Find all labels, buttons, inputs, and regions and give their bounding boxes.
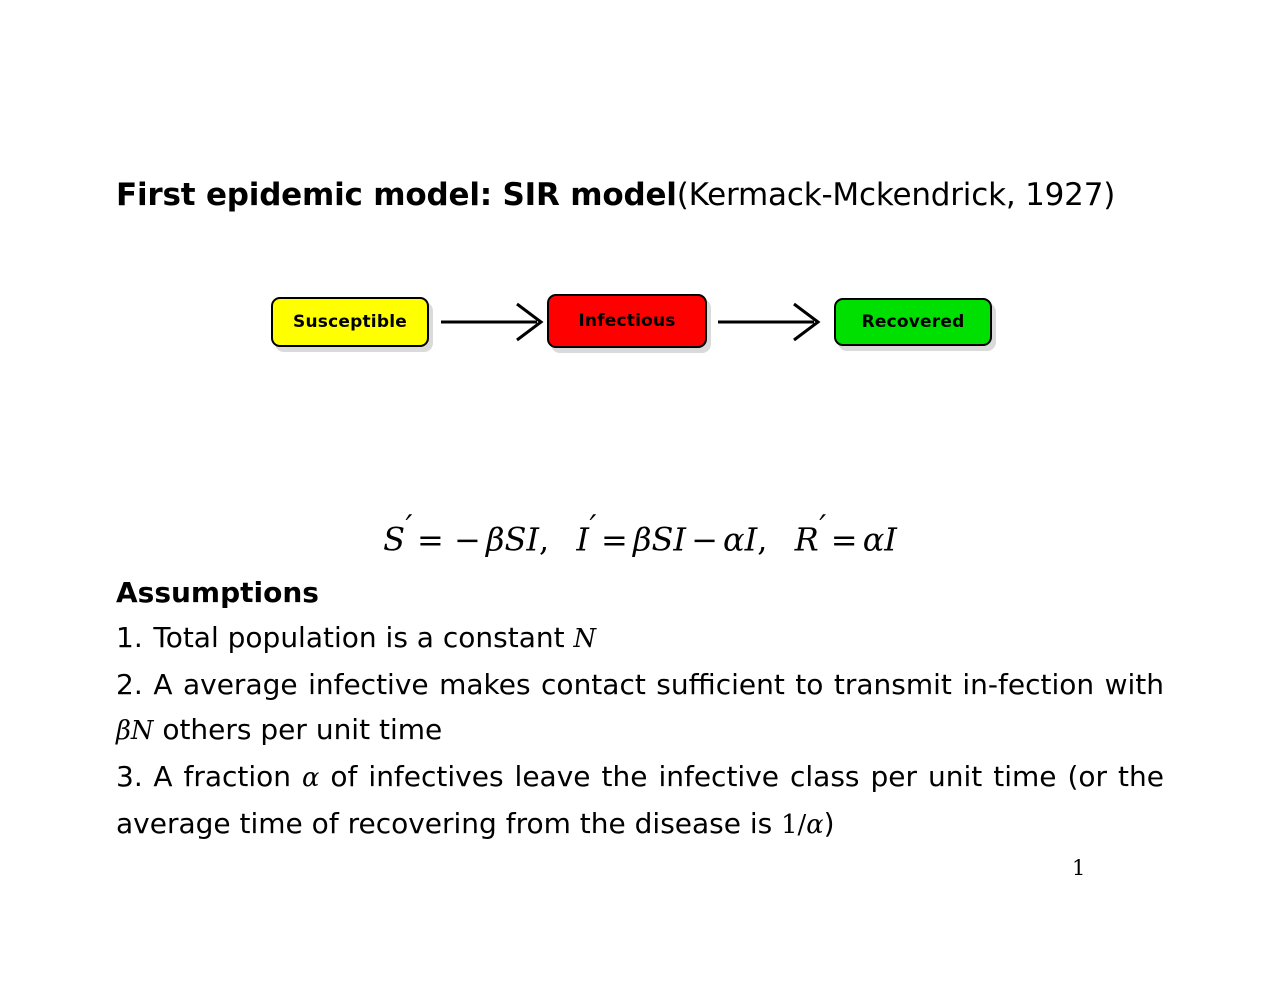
eq-I: I: [576, 520, 590, 559]
eq-I-prime: ′: [589, 510, 597, 545]
assumption-item-1-text: Total population is a constant: [153, 621, 574, 654]
diagram-node-recovered: Recovered: [834, 298, 992, 346]
eq-comma-2: ,: [757, 520, 768, 559]
eq-alphaI-1: I: [744, 520, 758, 559]
eq-beta-1: β: [485, 520, 505, 559]
eq-equals-2: =: [601, 520, 628, 559]
assumption-item-2-math: βN: [116, 716, 154, 746]
eq-beta-2: β: [632, 520, 652, 559]
diagram-node-susceptible-label: Susceptible: [293, 312, 407, 332]
eq-R-prime: ′: [819, 510, 826, 545]
eq-equals-1: =: [417, 520, 444, 559]
diagram-node-infectious-label: Infectious: [578, 311, 676, 331]
assumption-item-2-number: 2.: [116, 668, 143, 701]
sir-differential-equations: S′=−βSI,I′=βSI−αI,R′=αI: [0, 506, 1280, 562]
assumption-item-1: 1. Total population is a constant N: [116, 615, 1164, 662]
arrow-susceptible-to-infectious-icon: [441, 302, 544, 342]
assumption-item-3-math2-den: α: [806, 810, 824, 840]
eq-minus-2: −: [691, 520, 718, 559]
page-number: 1: [1072, 856, 1086, 880]
eq-alphaI-2: I: [884, 520, 897, 559]
sir-compartment-flow-diagram: Susceptible Infectious Recovered: [0, 280, 1280, 370]
assumption-item-3-text-after: of infectives leave the infective class …: [116, 760, 1164, 840]
assumption-item-3-text-before: A fraction: [153, 760, 303, 793]
eq-SI-1: SI: [504, 520, 540, 559]
assumption-item-1-math: N: [573, 624, 597, 654]
assumption-item-3-text-end: ): [823, 807, 835, 840]
eq-alpha-2: α: [862, 520, 885, 559]
diagram-node-recovered-label: Recovered: [861, 312, 965, 332]
eq-R: R: [794, 520, 819, 559]
assumption-item-2: 2. A average infective makes contact suff…: [116, 662, 1164, 754]
assumption-item-3: 3. A fraction α of infectives leave the i…: [116, 754, 1164, 848]
page-title: First epidemic model: SIR model(Kermack-…: [116, 175, 1115, 215]
assumption-item-2-text-before: A average infective makes contact suffic…: [153, 668, 1164, 701]
eq-comma-1: ,: [539, 520, 550, 559]
diagram-node-susceptible: Susceptible: [271, 297, 429, 347]
page-title-bold: First epidemic model: SIR model: [116, 177, 677, 213]
assumption-item-3-math: α: [302, 763, 320, 793]
eq-minus-1: −: [454, 520, 481, 559]
arrow-infectious-to-recovered-icon: [718, 302, 821, 342]
assumption-item-3-math2-slash: /: [797, 810, 807, 840]
eq-equals-3: =: [830, 520, 858, 559]
diagram-node-infectious: Infectious: [547, 294, 707, 348]
eq-SI-2: SI: [651, 520, 687, 559]
eq-alpha-1: α: [723, 520, 745, 559]
assumptions-block: Assumptions 1. Total population is a cons…: [116, 570, 1164, 848]
assumptions-heading: Assumptions: [116, 576, 319, 609]
assumption-item-1-number: 1.: [116, 621, 143, 654]
assumption-item-2-text-after: others per unit time: [153, 713, 443, 746]
eq-S-prime: ′: [405, 510, 412, 545]
eq-S: S: [383, 520, 405, 559]
assumption-item-3-number: 3.: [116, 760, 143, 793]
page-title-citation: (Kermack-Mckendrick, 1927): [676, 177, 1116, 213]
assumption-item-3-math2-num: 1: [781, 810, 798, 840]
